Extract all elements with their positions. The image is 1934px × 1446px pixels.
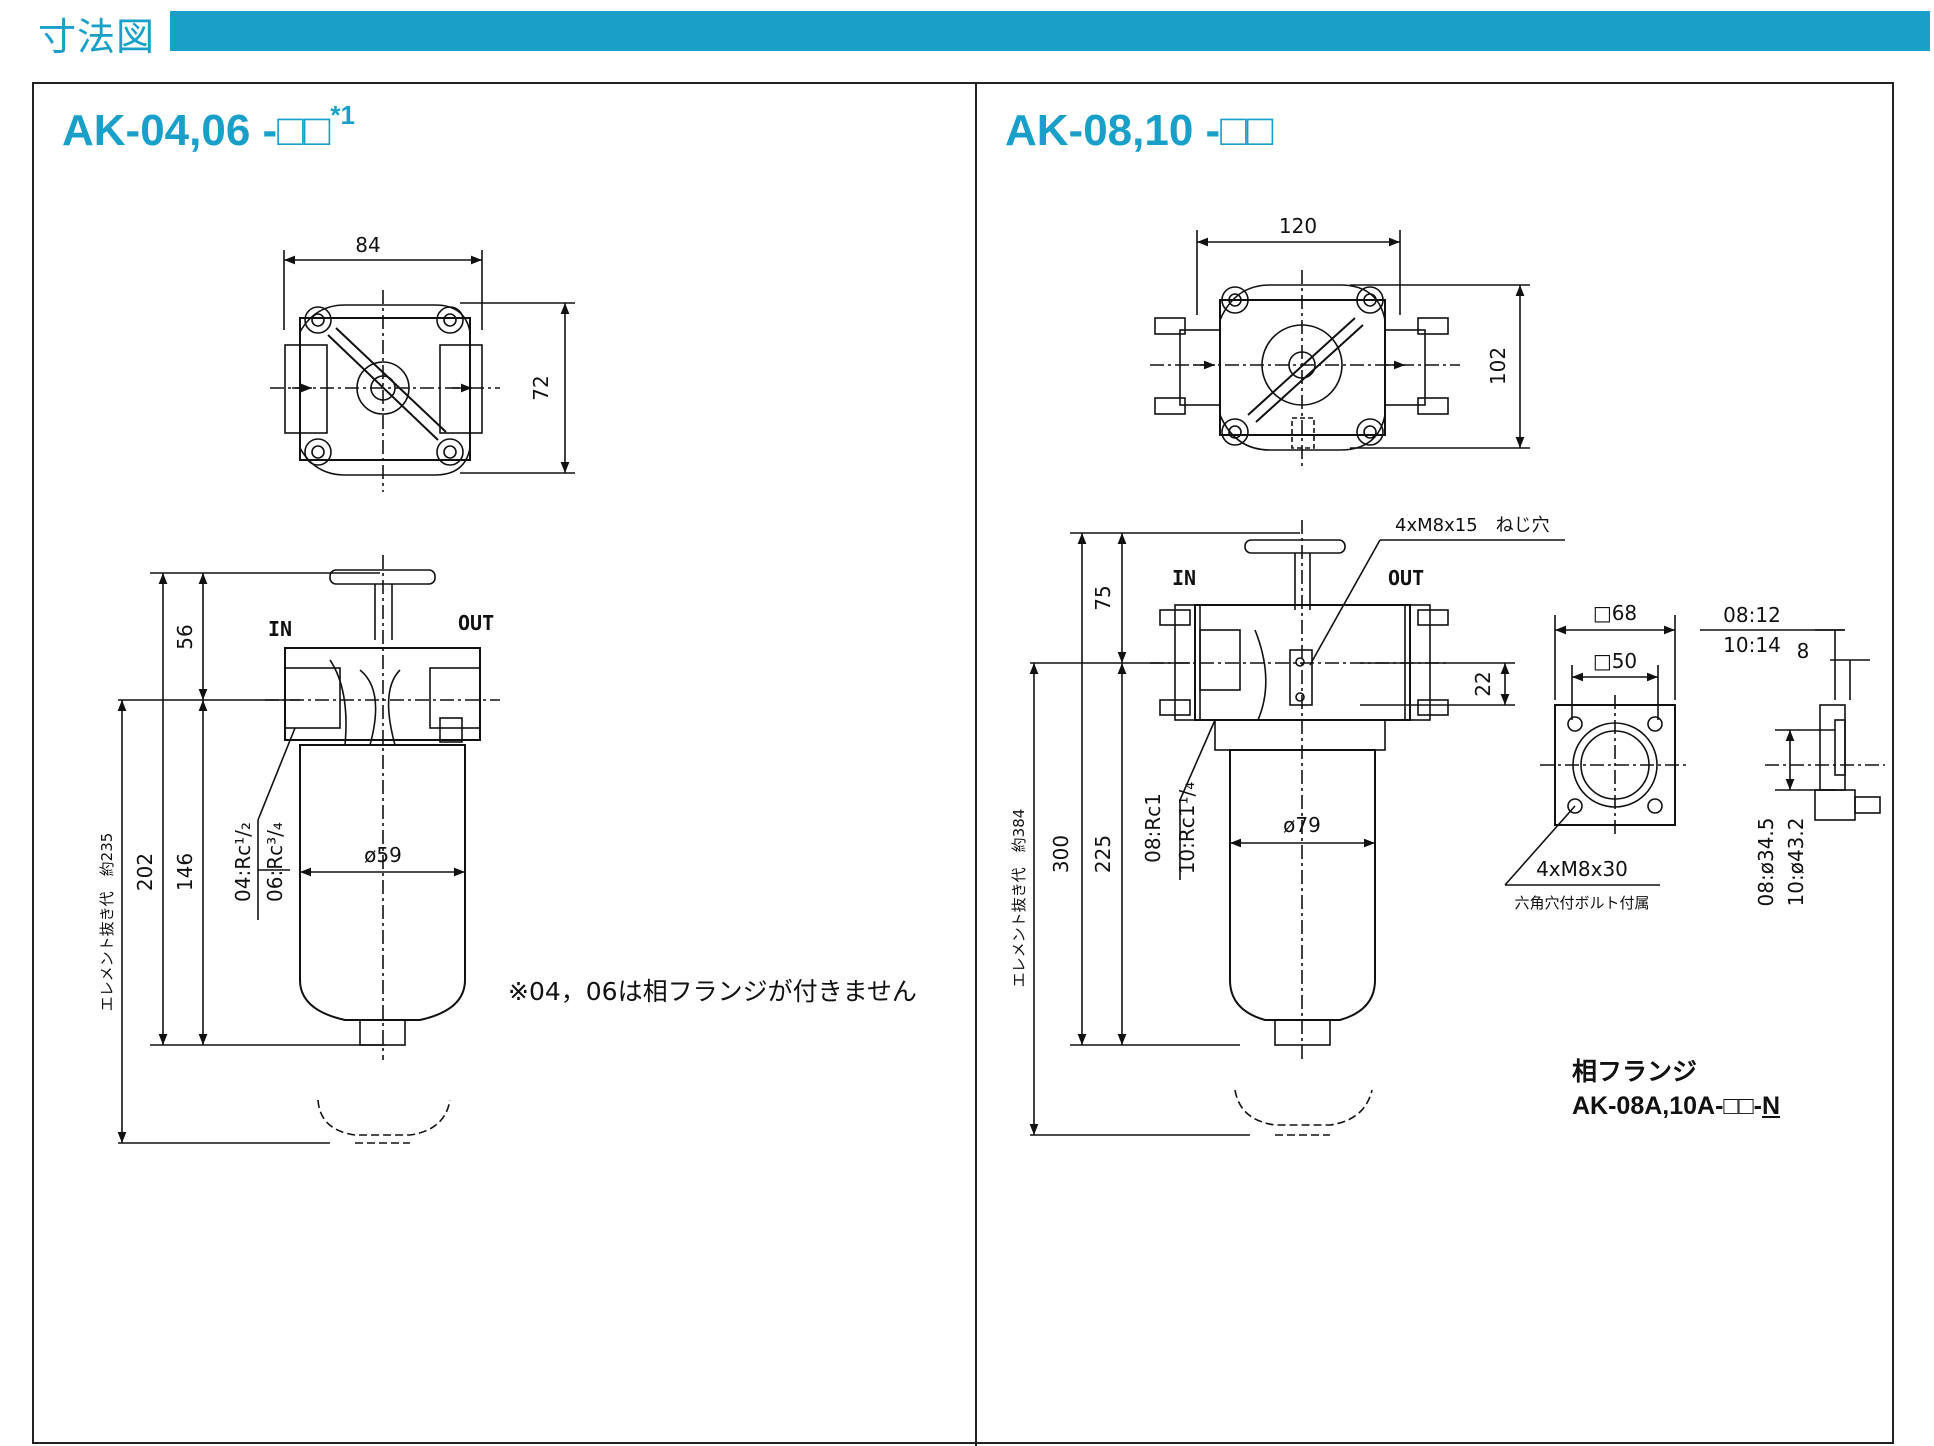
flange-dia-08: 08:ø34.5 — [1754, 818, 1778, 907]
flange-front-view — [1504, 615, 1690, 886]
right-port-out: OUT — [1388, 566, 1424, 590]
flange-dim-68: □68 — [1593, 601, 1637, 625]
left-port-out: OUT — [458, 611, 494, 635]
right-dim-225: 225 — [1091, 835, 1115, 873]
left-thread-04: 04:Rc¹/₂ — [231, 822, 255, 902]
panel-divider — [975, 82, 977, 1446]
flange-title-suffix: N — [1761, 1092, 1781, 1120]
flange-thickness-10: 10:14 — [1723, 633, 1781, 657]
right-dim-22: 22 — [1471, 671, 1495, 696]
right-dim-300: 300 — [1049, 835, 1073, 873]
left-front-view — [117, 555, 500, 1144]
right-front-view — [1029, 520, 1565, 1136]
left-model-note-mark: *1 — [330, 100, 355, 130]
left-port-in: IN — [268, 617, 292, 641]
header-accent-bar — [170, 11, 1930, 51]
flange-title-line1: 相フランジ — [1572, 1058, 1698, 1086]
flange-thickness-08: 08:12 — [1723, 603, 1781, 627]
right-thread-08: 08:Rc1 — [1141, 793, 1165, 863]
left-model-name: AK-04,06 -□□ — [62, 106, 331, 155]
left-dim-202: 202 — [133, 853, 157, 891]
right-dim-75: 75 — [1091, 585, 1115, 610]
flange-bolts: 4xM8x30 — [1536, 857, 1628, 881]
flange-side-view — [1700, 629, 1885, 821]
flange-dia-10: 10:ø43.2 — [1784, 818, 1808, 907]
left-dim-146: 146 — [173, 853, 197, 891]
flange-title: 相フランジ AK-08A,10A-□□-N — [1572, 1055, 1780, 1123]
left-note: ※04，06は相フランジが付きません — [508, 977, 917, 1006]
left-dim-84: 84 — [355, 233, 380, 257]
right-thread-10: 10:Rc1¹/₄ — [1175, 782, 1199, 875]
left-thread-06: 06:Rc³/₄ — [263, 822, 287, 902]
left-top-view — [270, 250, 575, 492]
left-dim-diameter: ø59 — [364, 843, 402, 867]
right-dim-diameter: ø79 — [1283, 813, 1321, 837]
flange-dim-8: 8 — [1797, 639, 1810, 663]
right-top-view — [1150, 230, 1530, 470]
right-screw-hole-label: 4xM8x15 ねじ穴 — [1395, 515, 1550, 536]
flange-title-line2: AK-08A,10A-□□-N — [1572, 1089, 1780, 1123]
left-model-title: AK-04,06 -□□*1 — [62, 100, 355, 156]
right-dim-102: 102 — [1486, 347, 1510, 385]
flange-dim-50: □50 — [1593, 649, 1637, 673]
left-dim-56: 56 — [173, 624, 197, 649]
right-element-clearance: エレメント抜き代 約384 — [1010, 809, 1028, 988]
drawing-frame — [32, 82, 1894, 1444]
left-dim-72: 72 — [529, 375, 553, 400]
flange-bolts-note: 六角穴付ボルト付属 — [1514, 894, 1649, 912]
right-model-title: AK-08,10 -□□ — [1005, 106, 1274, 155]
flange-title-model: AK-08A,10A-□□- — [1572, 1092, 1762, 1120]
right-dim-120: 120 — [1279, 214, 1317, 238]
right-port-in: IN — [1172, 566, 1196, 590]
page-title: 寸法図 — [38, 15, 156, 59]
left-element-clearance: エレメント抜き代 約235 — [98, 833, 116, 1012]
page-header: 寸法図 — [0, 0, 1934, 64]
